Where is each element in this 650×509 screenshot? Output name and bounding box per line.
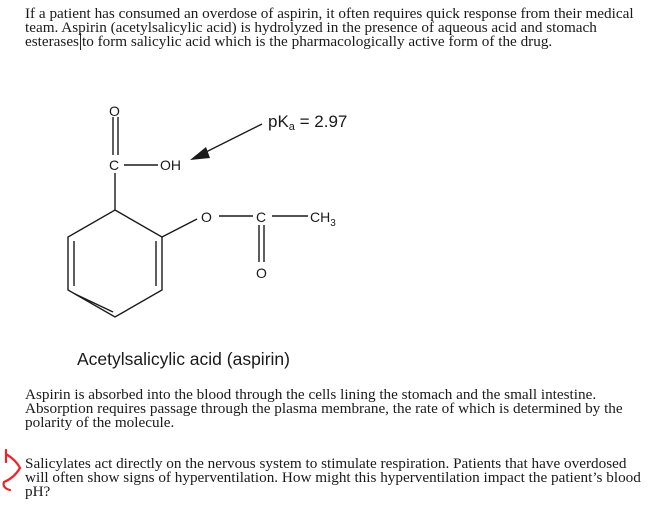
ring-ester-oxygen-bond bbox=[161, 218, 198, 238]
question-paragraph: Salicylates act directly on the nervous … bbox=[25, 455, 641, 500]
pka-symbol: pK bbox=[268, 112, 289, 131]
intro-text-before-cursor: If a patient has consumed an overdose of… bbox=[25, 5, 634, 50]
benzene-ring bbox=[67, 209, 163, 318]
intro-paragraph: If a patient has consumed an overdose of… bbox=[25, 5, 647, 50]
ring-double-bond-bottom bbox=[74, 293, 114, 313]
atom-ester-oxygen: O bbox=[201, 209, 212, 225]
atom-methyl: CH3 bbox=[310, 209, 336, 229]
pka-label: pKa = 2.97 bbox=[268, 112, 347, 133]
figure-caption: Acetylsalicylic acid (aspirin) bbox=[77, 349, 290, 369]
intro-text-after-cursor: to form salicylic acid which is the phar… bbox=[81, 33, 553, 50]
pka-arrow-line bbox=[199, 123, 263, 156]
pka-arrow-head bbox=[190, 147, 210, 160]
atom-ester-carbonyl-oxygen: O bbox=[256, 265, 267, 281]
pka-subscript: a bbox=[288, 121, 295, 133]
atom-ester-carbon: C bbox=[256, 209, 266, 225]
aspirin-structure-diagram: O C OH O C CH3 O bbox=[67, 103, 336, 318]
red-bracket-annotation bbox=[2, 448, 22, 492]
absorption-paragraph: Aspirin is absorbed into the blood throu… bbox=[25, 386, 623, 431]
atom-carboxyl-carbon: C bbox=[109, 157, 119, 173]
text-cursor bbox=[79, 33, 81, 50]
atom-methyl-base: CH bbox=[310, 209, 330, 225]
atom-hydroxyl: OH bbox=[160, 157, 181, 173]
atom-carbonyl-oxygen-top: O bbox=[109, 103, 120, 119]
pka-value: = 2.97 bbox=[294, 112, 348, 131]
atom-methyl-subscript: 3 bbox=[330, 218, 336, 229]
